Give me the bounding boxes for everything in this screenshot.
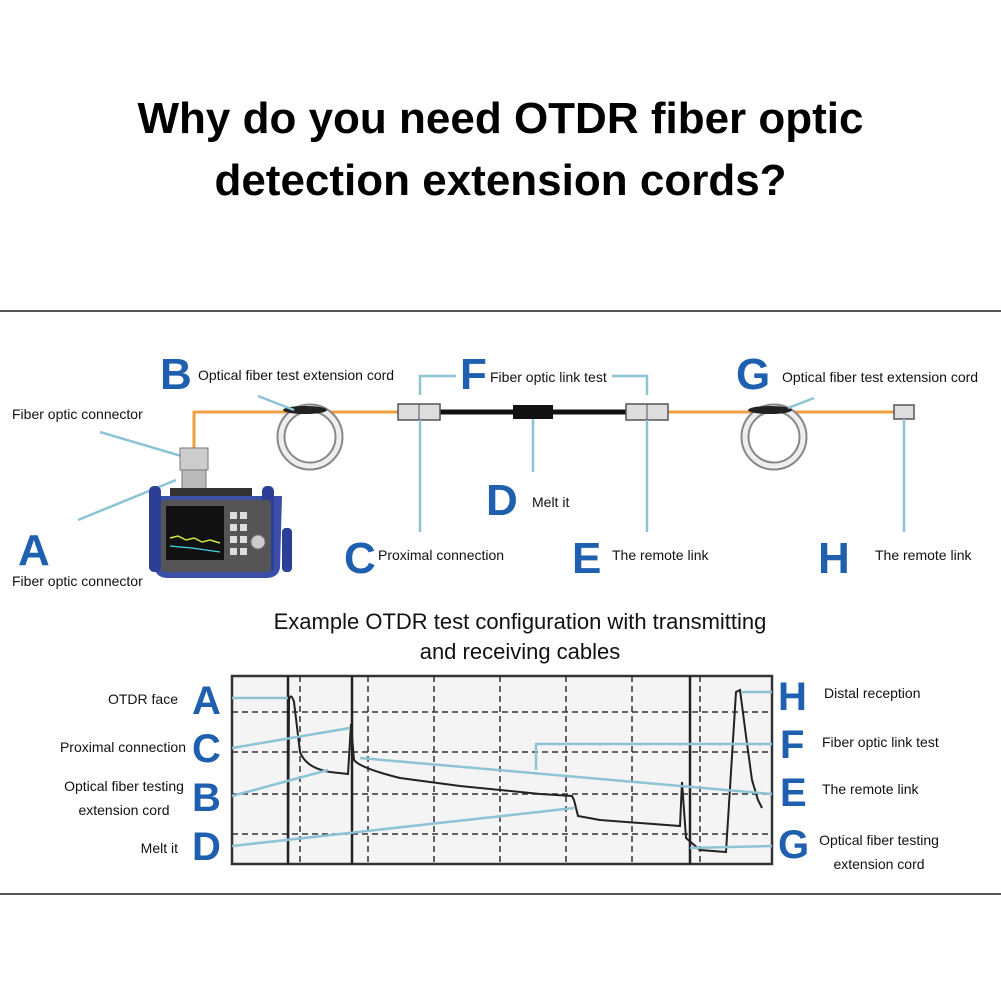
trace-letter-g: G <box>778 823 810 867</box>
trace-label-d: Melt it <box>140 840 178 856</box>
trace-label-a: OTDR face <box>107 691 178 707</box>
caption-line-1: Example OTDR test configuration with tra… <box>273 609 767 634</box>
letter-g: G <box>736 350 771 399</box>
label-e: The remote link <box>612 547 709 563</box>
label-g: Optical fiber test extension cord <box>782 369 979 385</box>
label-d: Melt it <box>532 494 570 510</box>
label-f: Fiber optic link test <box>490 369 607 385</box>
trace-letter-a: A <box>192 679 221 723</box>
coil-g <box>740 403 808 471</box>
otdr-device <box>149 447 292 578</box>
letter-b: B <box>160 350 192 399</box>
page-title: Why do you need OTDR fiber optic detecti… <box>0 88 1001 212</box>
label-fiber-connector-top: Fiber optic connector <box>12 406 143 422</box>
label-fiber-connector-bottom: Fiber optic connector <box>12 573 143 589</box>
connector-c <box>397 403 441 421</box>
label-c: Proximal connection <box>378 547 505 563</box>
trace-letter-b: B <box>192 776 221 820</box>
label-b: Optical fiber test extension cord <box>198 367 395 383</box>
trace-leader-lines <box>231 690 773 850</box>
leader-lines <box>77 374 906 532</box>
letter-h: H <box>818 534 850 583</box>
trace-letter-c: C <box>192 727 221 771</box>
trace-label-f: Fiber optic link test <box>822 734 939 750</box>
letter-f: F <box>460 350 487 399</box>
trace-label-c: Proximal connection <box>59 739 186 755</box>
trace-letter-d: D <box>192 825 221 869</box>
trace-label-h: Distal reception <box>824 685 921 701</box>
top-divider <box>0 310 1001 312</box>
trace-label-b-line2: extension cord <box>78 802 170 818</box>
label-h: The remote link <box>875 547 972 563</box>
coil-b <box>276 403 344 471</box>
letter-a: A <box>18 526 50 575</box>
title-line-1: Why do you need OTDR fiber optic <box>137 94 864 143</box>
trace-letter-e: E <box>780 771 807 815</box>
trace-label-g-line1: Optical fiber testing <box>819 832 939 848</box>
title-line-2: detection extension cords? <box>214 156 787 205</box>
letter-e: E <box>572 534 602 583</box>
letter-c: C <box>344 534 376 583</box>
trace-label-e: The remote link <box>822 781 919 797</box>
trace-letter-h: H <box>778 675 807 719</box>
link-cable <box>440 405 626 419</box>
letter-d: D <box>486 476 518 525</box>
bottom-divider <box>0 893 1001 895</box>
trace-label-b-line1: Optical fiber testing <box>64 778 184 794</box>
trace-letter-f: F <box>780 723 805 767</box>
caption-line-2: and receiving cables <box>419 639 621 664</box>
trace-label-g-line2: extension cord <box>833 856 925 872</box>
trace-line <box>287 688 763 863</box>
